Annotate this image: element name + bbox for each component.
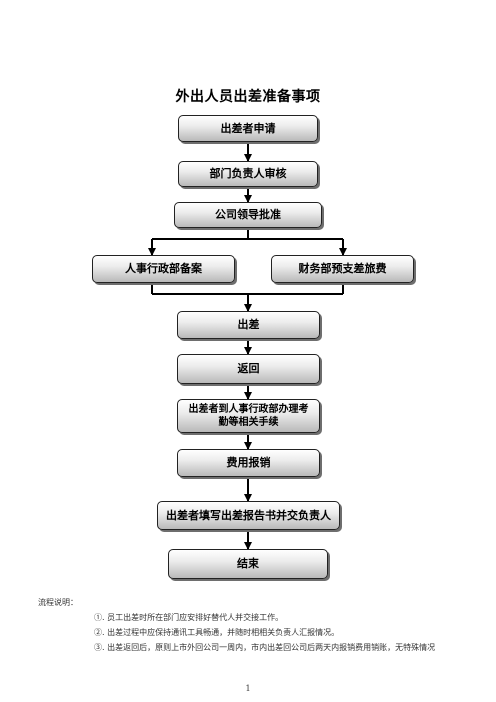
note-item-3: ③. 出差返回后，原则上市外回公司一周内，市内出差回公司后两天内报销费用销账，无… bbox=[94, 643, 436, 652]
step-return: 返回 bbox=[177, 354, 320, 384]
step-report: 出差者填写出差报告书并交负责人 bbox=[157, 501, 340, 530]
step-apply: 出差者申请 bbox=[178, 115, 318, 142]
process-notes: 流程说明： ①. 员工出差时所在部门应安排好替代人并交接工作。 ②. 出差过程中… bbox=[38, 595, 478, 655]
note-item-1: ①. 员工出差时所在部门应安排好替代人并交接工作。 bbox=[94, 613, 284, 622]
step-end: 结束 bbox=[168, 549, 328, 579]
note-item-2: ②. 出差过程中应保持通讯工具畅通，并随时相相关负责人汇报情况。 bbox=[94, 628, 340, 637]
notes-heading: 流程说明： bbox=[38, 598, 78, 607]
step-trip: 出差 bbox=[177, 311, 320, 339]
step-company-approve: 公司领导批准 bbox=[174, 202, 322, 228]
step-dept-review: 部门负责人审核 bbox=[178, 161, 318, 187]
step-finance-advance: 财务部预支差旅费 bbox=[271, 255, 414, 283]
step-hr-record: 人事行政部备案 bbox=[92, 255, 235, 283]
page-title: 外出人员出差准备事项 bbox=[175, 89, 321, 105]
page-number: 1 bbox=[245, 684, 251, 693]
step-hr-procedures: 出差者到人事行政部办理考勤等相关手续 bbox=[177, 399, 320, 433]
step-reimburse: 费用报销 bbox=[177, 449, 320, 477]
